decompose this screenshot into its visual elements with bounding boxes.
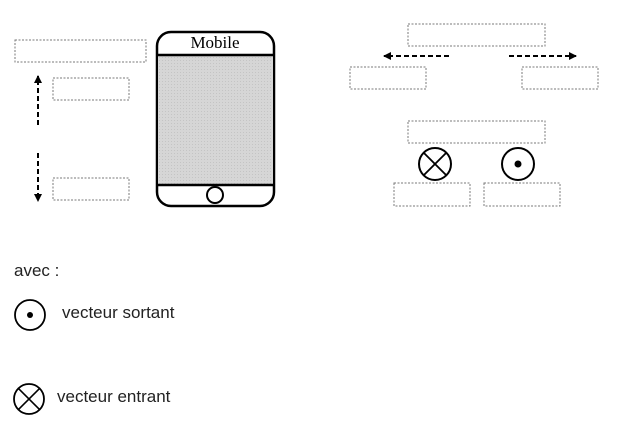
answer-box-perpendicular-top[interactable] — [407, 120, 546, 144]
legend-incoming-icon — [13, 383, 45, 415]
legend-outgoing-icon — [14, 299, 46, 331]
answer-box-horizontal-top[interactable] — [407, 23, 546, 47]
answer-box-incoming-vector[interactable] — [393, 182, 471, 207]
answer-box-up-arrow[interactable] — [52, 77, 130, 101]
home-button-icon — [206, 186, 224, 204]
legend-intro: avec : — [14, 261, 60, 280]
answer-box-top-left[interactable] — [14, 39, 147, 63]
answer-box-left-arrow[interactable] — [349, 66, 427, 90]
cross-in-circle-icon — [418, 147, 452, 181]
dot-in-circle-icon — [501, 147, 535, 181]
answer-box-right-arrow[interactable] — [521, 66, 599, 90]
answer-box-down-arrow[interactable] — [52, 177, 130, 201]
legend-incoming-label: vecteur entrant — [57, 387, 171, 406]
answer-box-outgoing-vector[interactable] — [483, 182, 561, 207]
phone-screen — [158, 55, 273, 185]
legend-outgoing-label: vecteur sortant — [62, 303, 175, 322]
mobile-phone: Mobile — [155, 30, 276, 208]
phone-label: Mobile — [190, 33, 239, 52]
